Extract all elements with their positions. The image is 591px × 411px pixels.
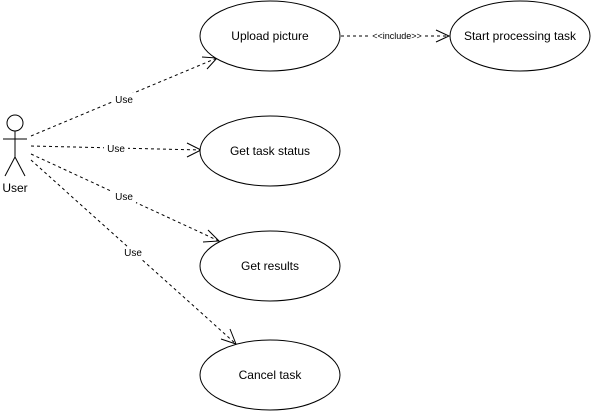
- edge-label-use: Use: [124, 248, 142, 259]
- use-case-label: Start processing task: [464, 29, 577, 43]
- use-case-cancel-task[interactable]: Cancel task: [199, 339, 341, 411]
- actor-right-leg: [14, 156, 26, 177]
- actor-user[interactable]: User: [2, 114, 28, 195]
- edge-label-use: Use: [107, 144, 125, 155]
- edge-label-use: Use: [115, 95, 133, 106]
- edge-include: <<include>>: [341, 29, 451, 43]
- edge-label-use: Use: [115, 192, 133, 203]
- edge-label-include: <<include>>: [372, 31, 422, 41]
- use-case-start-processing-task[interactable]: Start processing task: [449, 0, 591, 72]
- use-case-upload-picture[interactable]: Upload picture: [199, 0, 341, 72]
- use-case-get-task-status[interactable]: Get task status: [199, 115, 341, 187]
- edge-use-results: Use: [30, 153, 221, 243]
- actor-label: User: [2, 181, 27, 195]
- use-case-get-results[interactable]: Get results: [199, 230, 341, 302]
- use-case-label: Get results: [241, 259, 299, 273]
- use-case-label: Get task status: [230, 144, 310, 158]
- actor-left-leg: [4, 156, 16, 177]
- edge-use-status: Use: [30, 142, 203, 158]
- use-case-label: Upload picture: [231, 29, 309, 43]
- edge-use-upload: Use: [30, 56, 219, 137]
- use-case-label: Cancel task: [239, 368, 303, 382]
- actor-head: [6, 114, 24, 132]
